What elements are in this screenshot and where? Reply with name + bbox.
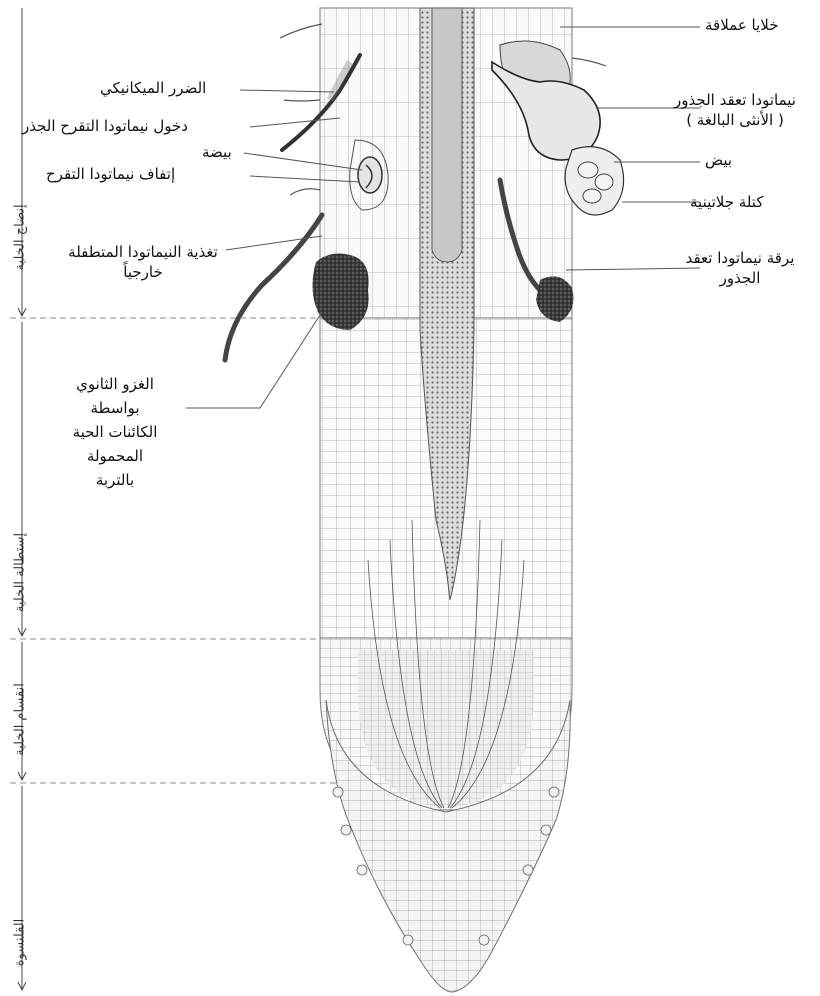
- gelatinous-mass: [565, 147, 623, 215]
- label-mechanical-damage: الضرر الميكانيكي: [100, 78, 206, 98]
- zone-label-elongation: إستطالة الخلية: [13, 523, 28, 623]
- label-root-knot-larva-line1: يرقة نيماتودا تعقد: [660, 248, 820, 268]
- label-root-knot-larva: يرقة نيماتودا تعقد الجذور: [660, 248, 820, 288]
- label-eggs: بيض: [705, 150, 732, 170]
- label-lesion-hatch: إتفاف نيماتودا التقرح: [46, 164, 175, 184]
- label-root-knot-larva-line2: الجذور: [660, 268, 820, 288]
- label-root-knot-female-line1: نيماتودا تعقد الجذور: [650, 90, 820, 110]
- zone-label-cap: القلنسوة: [13, 893, 28, 993]
- label-secondary-line4: المحمولة: [40, 444, 190, 468]
- label-giant-cells: خلايا عملاقة: [705, 15, 779, 35]
- egg-in-root: [358, 157, 382, 193]
- label-egg: بيضة: [202, 142, 232, 162]
- ectoparasitic-nematode: [225, 215, 322, 360]
- label-ecto-feeding-line1: تغذية النيماتودا المتطفلة: [58, 242, 228, 262]
- label-secondary-line5: بالتربة: [40, 468, 190, 492]
- label-secondary-line1: الغزو الثانوي: [40, 372, 190, 396]
- zone-label-maturation: إنضاج الخلية: [13, 188, 28, 288]
- label-root-knot-female: نيماتودا تعقد الجذور ( الأنثى البالغة ): [650, 90, 820, 130]
- root-body: [320, 8, 572, 992]
- label-root-knot-female-line2: ( الأنثى البالغة ): [650, 110, 820, 130]
- label-gelatinous-mass: كتلة جلاتينية: [690, 192, 763, 212]
- label-secondary-invasion: الغزو الثانوي بواسطة الكائنات الحية المح…: [40, 372, 190, 492]
- label-secondary-line2: بواسطة: [40, 396, 190, 420]
- stele-core: [432, 8, 462, 262]
- zone-scale: [10, 8, 338, 990]
- label-ecto-feeding-line2: خارجياً: [58, 262, 228, 282]
- label-lesion-entry: دخول نيماتودا التقرح الجذر: [22, 116, 188, 136]
- label-ecto-feeding: تغذية النيماتودا المتطفلة خارجياً: [58, 242, 228, 282]
- label-secondary-line3: الكائنات الحية: [40, 420, 190, 444]
- zone-label-division: انقسام الخلية: [13, 670, 28, 770]
